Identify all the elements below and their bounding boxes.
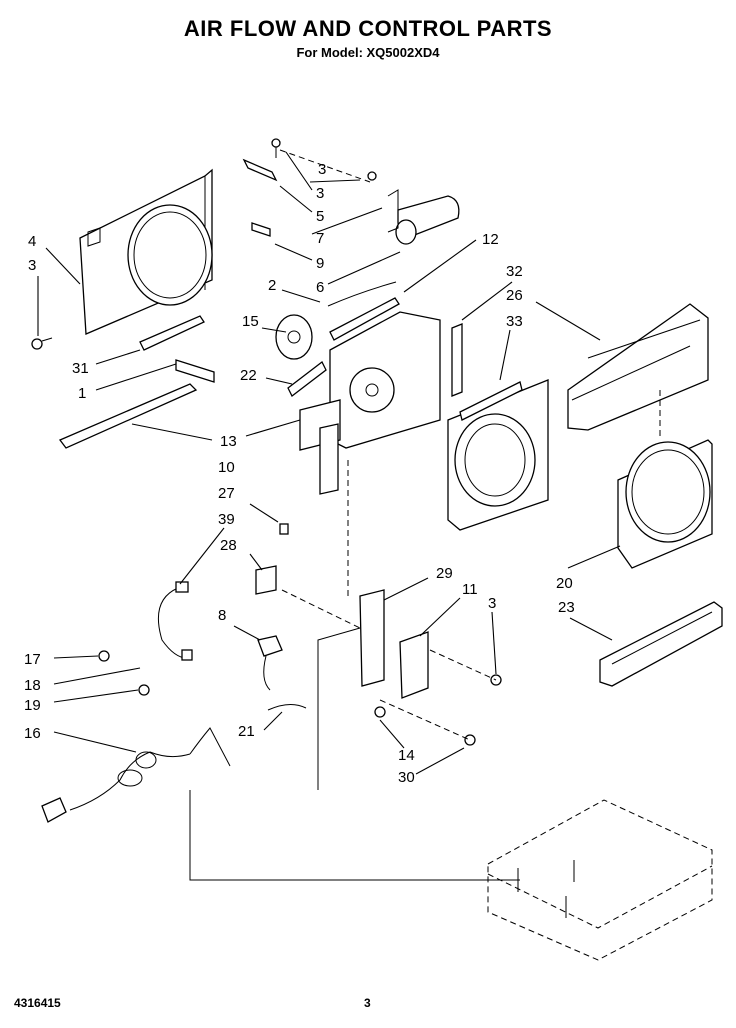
- callout-19: 19: [24, 697, 41, 714]
- callout-17: 17: [24, 651, 41, 668]
- callout-39: 39: [218, 511, 235, 528]
- bracket-part-5: [242, 138, 281, 182]
- screw-part-14: [374, 706, 386, 718]
- callout-33: 33: [506, 313, 523, 330]
- callout-11: 11: [462, 581, 478, 598]
- callout-6: 6: [316, 279, 324, 296]
- callout-3: 3: [318, 161, 326, 178]
- callout-13: 13: [220, 433, 237, 450]
- callout-9: 9: [316, 255, 324, 272]
- knob-part-27: [279, 523, 289, 535]
- callout-27: 27: [218, 485, 235, 502]
- fan-part-15: [275, 314, 313, 360]
- callout-10: 10: [218, 459, 235, 476]
- callout-4: 4: [28, 233, 36, 250]
- screw-part: [31, 337, 53, 350]
- page-title: AIR FLOW AND CONTROL PARTS: [183, 16, 553, 41]
- rail-part-31: [139, 315, 205, 351]
- callout-8: 8: [218, 607, 226, 624]
- partition-part-13: [299, 311, 441, 495]
- clip-part-9: [251, 222, 271, 237]
- callout-26: 26: [506, 287, 523, 304]
- strip-part-32: [451, 323, 463, 397]
- callout-21: 21: [238, 723, 255, 740]
- callout-2: 2: [268, 277, 276, 294]
- duct-part-26: [567, 303, 709, 431]
- callout-29: 29: [436, 565, 453, 582]
- power-cord-part-16: [41, 727, 231, 823]
- thermostat-part-8: [257, 635, 283, 691]
- callout-3: 3: [28, 257, 36, 274]
- base-pan: [487, 799, 713, 961]
- callout-22: 22: [240, 367, 257, 384]
- screw-part-19: [138, 684, 150, 696]
- callout-18: 18: [24, 677, 41, 694]
- callout-14: 14: [398, 747, 415, 764]
- callout-32: 32: [506, 263, 523, 280]
- harness-part-39: [157, 581, 193, 661]
- bracket-part-29: [359, 589, 385, 687]
- leader-lines: [37, 151, 621, 775]
- callout-3: 3: [316, 185, 324, 202]
- callout-1: 1: [78, 385, 86, 402]
- rail-part-1: [175, 359, 215, 383]
- strip-part-12: [329, 297, 400, 341]
- callout-28: 28: [220, 537, 237, 554]
- callout-31: 31: [72, 360, 89, 377]
- strip-part-22: [287, 361, 327, 397]
- callout-12: 12: [482, 231, 499, 248]
- screw-part-17: [98, 650, 110, 662]
- callout-30: 30: [398, 769, 415, 786]
- capacitor-part: [367, 171, 460, 245]
- front-panel-part: [79, 168, 213, 335]
- control-part-11: [399, 631, 429, 699]
- callout-7: 7: [316, 230, 324, 247]
- callout-3: 3: [488, 595, 496, 612]
- callout-16: 16: [24, 725, 41, 742]
- rail-part-10: [58, 383, 198, 449]
- page-number: 3: [364, 996, 371, 1010]
- document-number: 4316415: [14, 996, 61, 1010]
- model-subtitle: For Model: XQ5002XD4: [296, 45, 440, 60]
- callout-5: 5: [316, 208, 324, 225]
- shroud-part-33: [447, 379, 549, 531]
- switch-part-28: [255, 565, 277, 595]
- screw-part-30: [464, 734, 476, 746]
- wire-part-21: [267, 704, 307, 711]
- callout-15: 15: [242, 313, 259, 330]
- grille-part-20: [617, 439, 713, 569]
- alignment-lines: [189, 149, 661, 881]
- callout-20: 20: [556, 575, 573, 592]
- callout-23: 23: [558, 599, 575, 616]
- handle-part-23: [599, 601, 723, 687]
- gasket-part-2: [327, 281, 397, 307]
